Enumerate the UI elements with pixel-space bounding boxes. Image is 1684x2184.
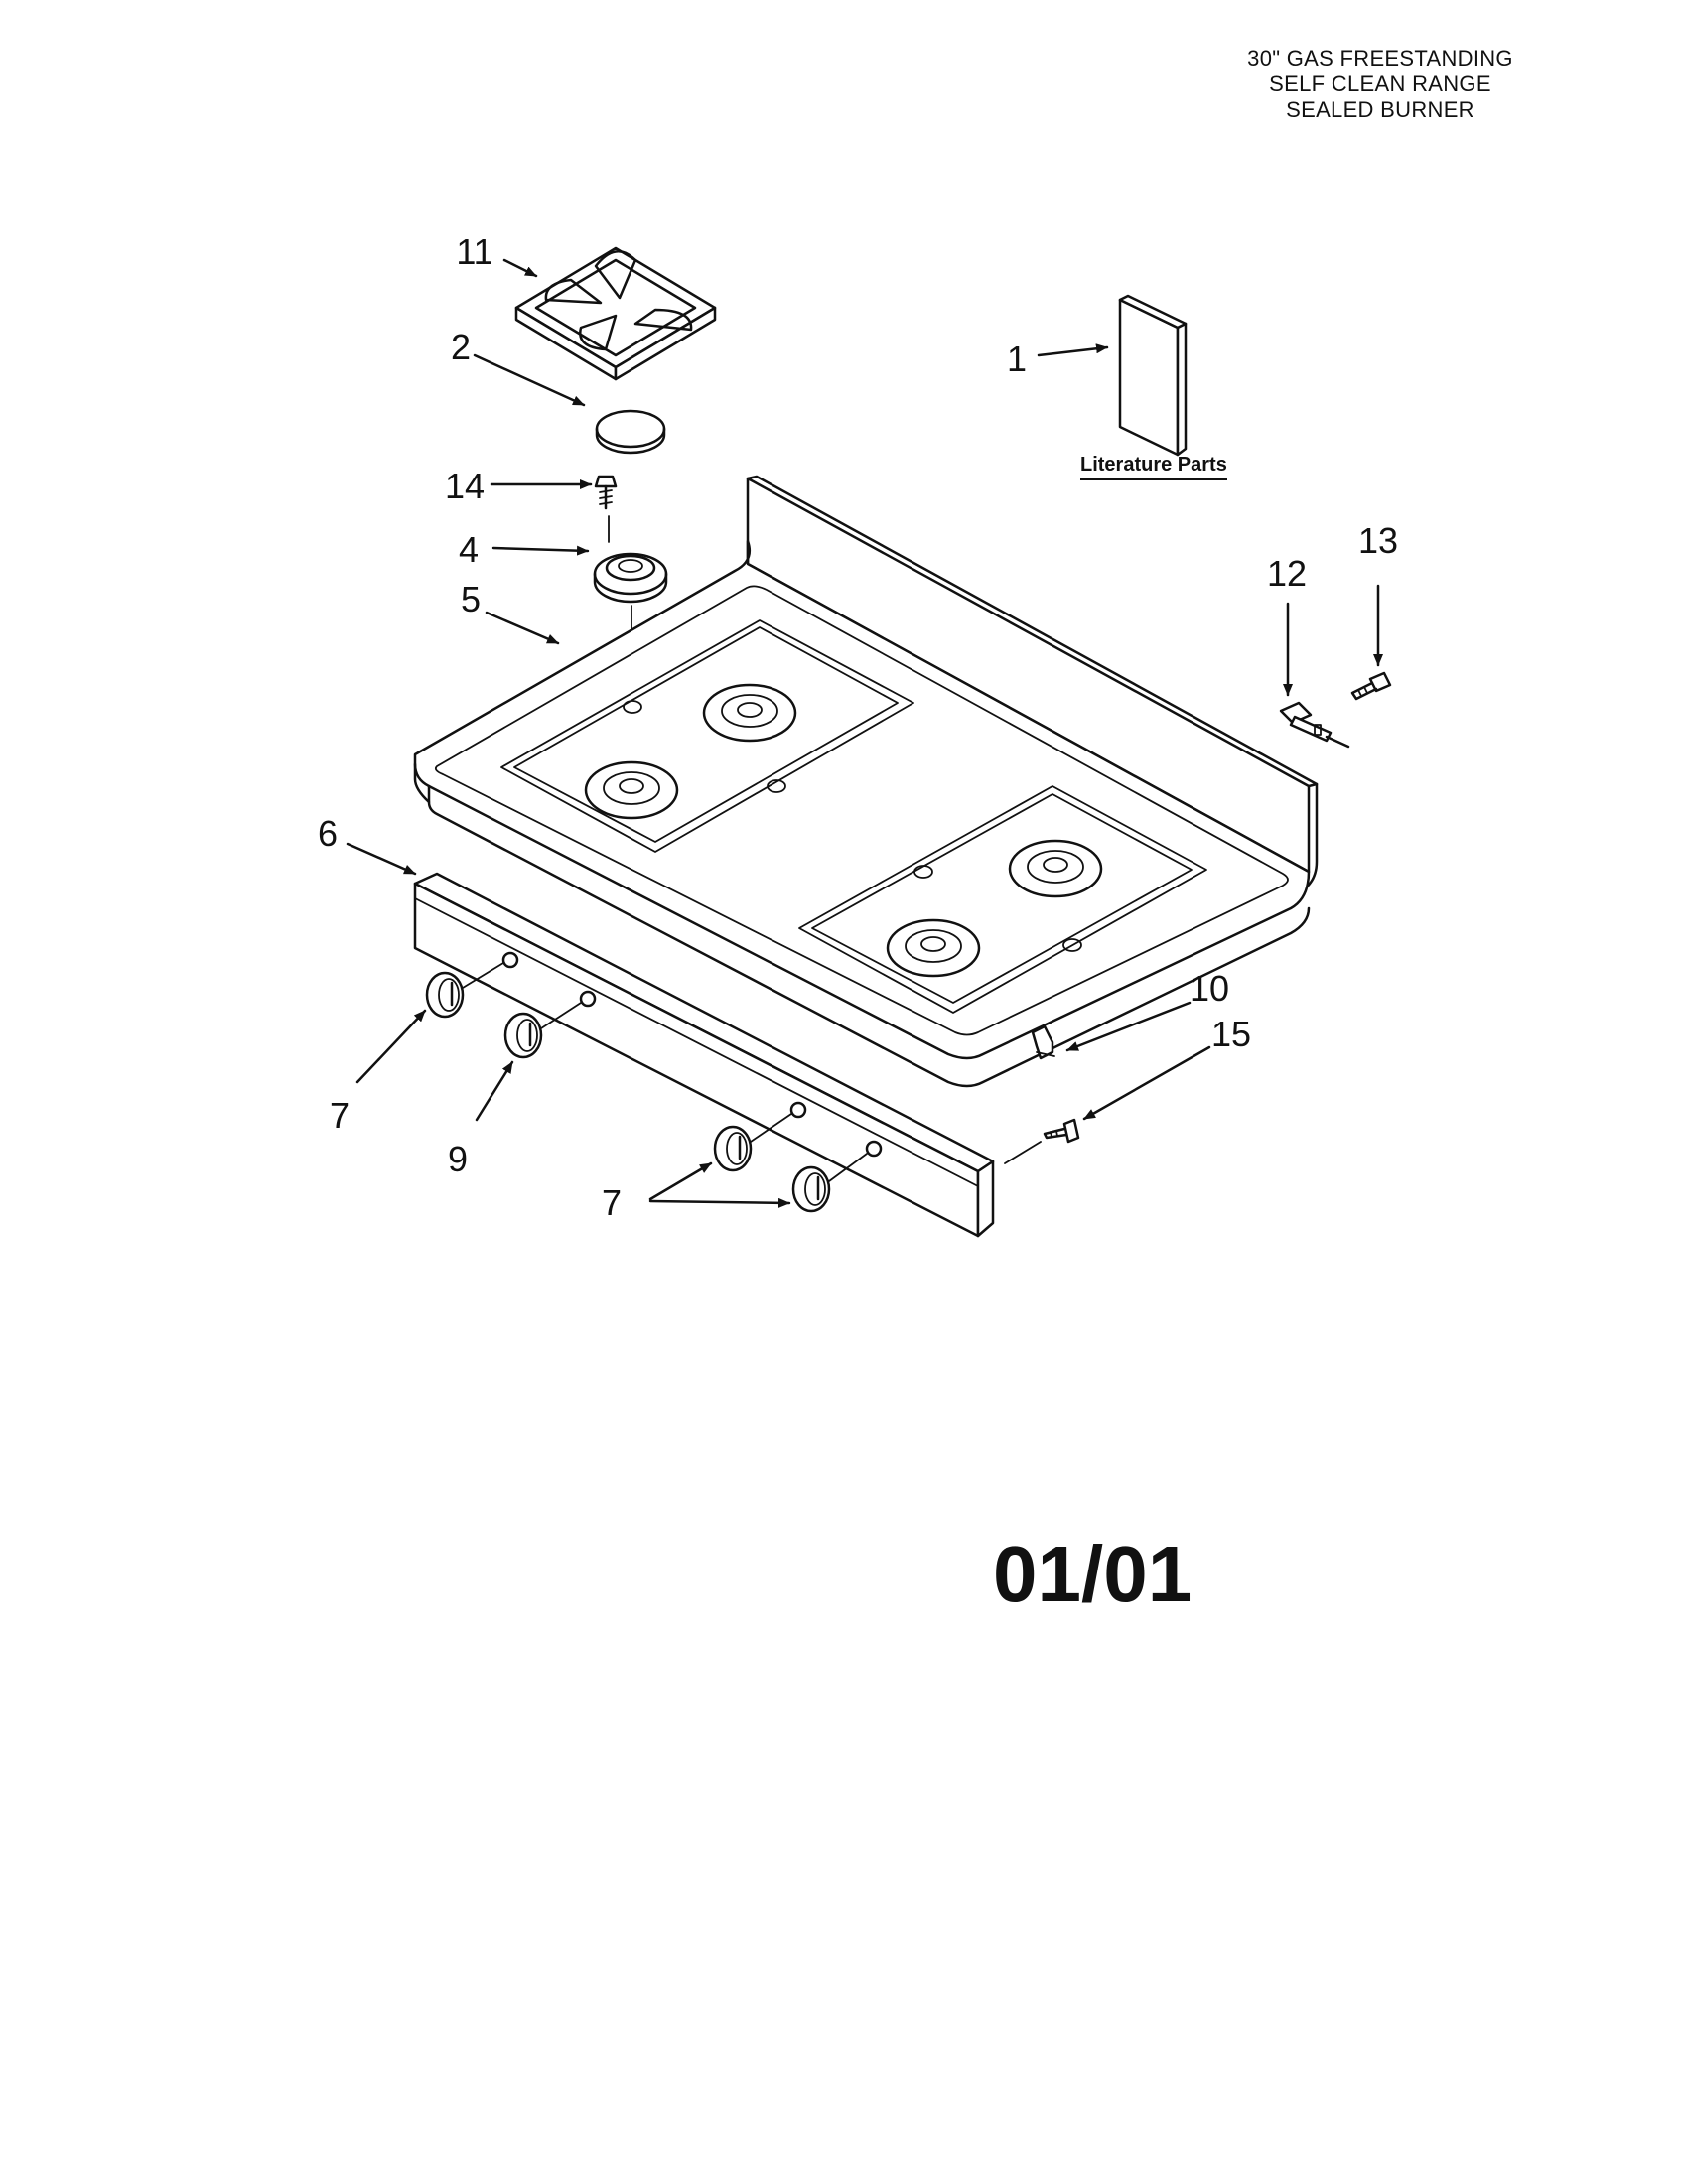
control-knob [713,1125,753,1172]
panel-screw [1004,1118,1080,1164]
header-line-2: SELF CLEAN RANGE [1269,71,1491,96]
diagram-header: 30" GAS FREESTANDING SELF CLEAN RANGE SE… [1172,46,1589,123]
header-line-1: 30" GAS FREESTANDING [1247,46,1513,70]
callout-2: 2 [450,327,472,367]
control-knob [425,971,465,1019]
callout-5: 5 [460,579,482,619]
callout-1: 1 [1006,339,1028,379]
callout-11: 11 [456,231,493,272]
burner-screw [594,475,618,543]
electrode-screw [1350,671,1392,701]
callout-10: 10 [1189,968,1230,1009]
callout-6: 6 [317,813,339,854]
callout-15: 15 [1210,1014,1252,1054]
header-line-3: SEALED BURNER [1286,97,1474,122]
callout-7-left: 7 [329,1095,351,1136]
control-knob [503,1012,543,1059]
cooktop [413,475,1319,1088]
callout-7-bottom: 7 [601,1182,623,1223]
manifold-panel [413,872,995,1238]
literature-parts-label: Literature Parts [1080,454,1227,480]
callout-13: 13 [1357,520,1399,561]
burner-grate [514,246,717,381]
callout-leaders [346,258,1383,1208]
callout-14: 14 [444,466,486,506]
panel-clip [1031,1024,1055,1060]
burner-cap [595,409,666,455]
page-code: 01/01 [993,1530,1193,1618]
control-knob [791,1165,831,1213]
callout-4: 4 [458,529,480,570]
literature-parts-booklet [1118,294,1188,457]
callout-9: 9 [447,1139,469,1179]
callout-12: 12 [1266,553,1308,594]
spark-electrode [1279,701,1350,749]
